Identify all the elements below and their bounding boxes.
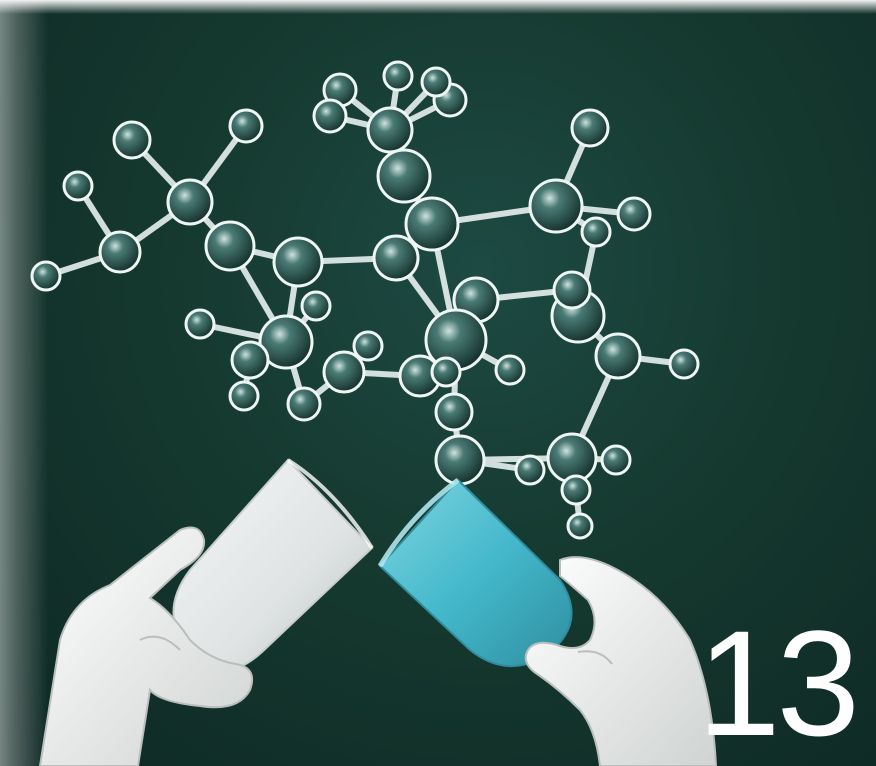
molecule-atom [166,178,214,226]
molecule-atom [566,512,594,540]
page-top-edge [0,0,876,14]
molecule-atom [430,356,462,388]
molecule-atom [286,386,322,422]
molecule-atom [322,350,366,394]
page-edge-shadow [0,0,48,766]
molecule-atom [204,220,256,272]
molecule-atom [420,66,452,98]
molecule-atom [560,474,592,506]
molecule-atom [514,454,546,486]
molecule-atom [228,108,264,144]
right-gloved-hand-icon [524,556,718,766]
molecule-atom [570,108,610,148]
molecule-atom [382,60,414,92]
molecule-atom [404,196,460,252]
molecule-atom [616,196,652,232]
molecule-atom [230,340,270,380]
molecule-atom [434,392,474,432]
molecule-atom [528,178,584,234]
molecule-atom [494,354,526,386]
molecule-atom [228,380,260,412]
molecule-atom [580,216,612,248]
molecule-atoms [30,60,700,540]
blue-capsule-half [377,478,573,667]
molecule-atom [668,348,700,380]
molecule-atom [62,170,94,202]
molecule-atom [594,332,642,380]
molecule-atom [272,236,324,288]
molecule-atom [600,444,632,476]
molecule-atom [184,308,216,340]
white-capsule-half [172,458,374,672]
molecule-atom [300,290,332,322]
molecule-atom [98,230,142,274]
molecule-atom [352,330,384,362]
page-number: 13 [697,599,860,766]
molecule-atom [112,120,152,160]
molecule-atom [372,234,420,282]
molecule-atom [366,106,414,154]
molecule-atom [552,270,592,310]
molecule-atom [312,98,348,134]
molecule-atom [376,148,432,204]
molecule-atom [258,314,314,370]
molecule-atom [30,260,62,292]
left-gloved-hand-icon [38,526,254,766]
